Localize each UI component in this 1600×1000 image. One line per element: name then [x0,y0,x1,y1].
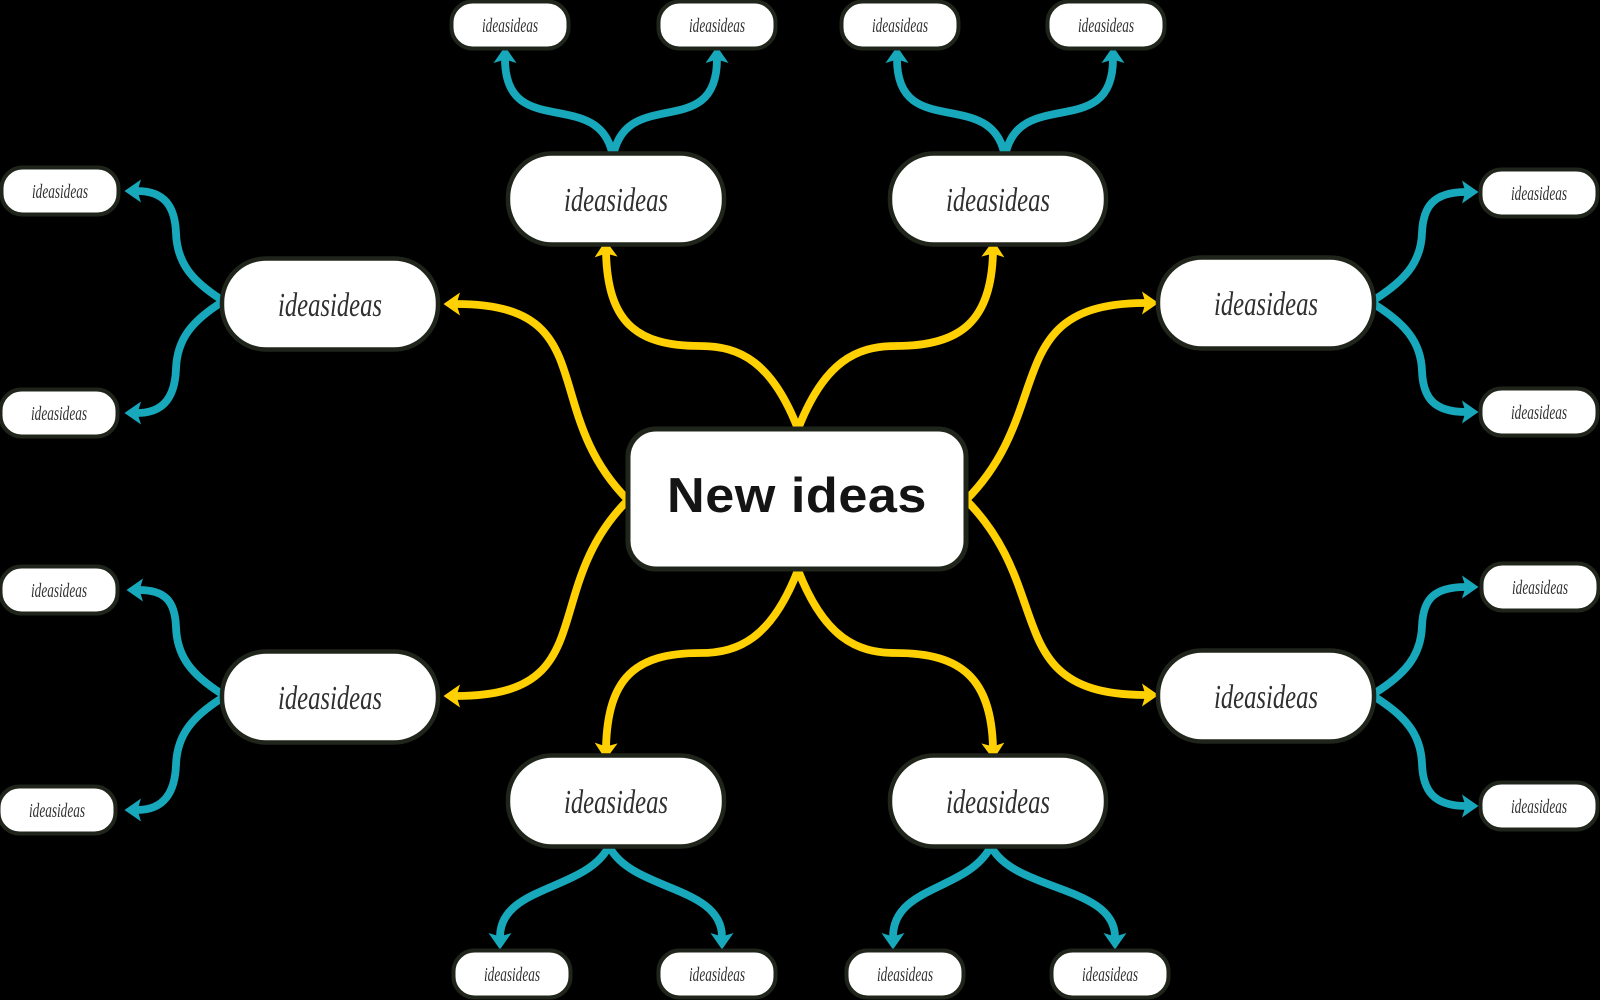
svg-text:ideasideas: ideasideas [1511,183,1567,205]
svg-text:ideasideas: ideasideas [877,964,933,986]
svg-text:ideasideas: ideasideas [689,964,745,986]
svg-text:ideasideas: ideasideas [1512,577,1568,599]
svg-text:ideasideas: ideasideas [1082,964,1138,986]
svg-text:ideasideas: ideasideas [1214,679,1318,716]
svg-text:ideasideas: ideasideas [484,964,540,986]
svg-text:ideasideas: ideasideas [1511,402,1567,424]
svg-text:ideasideas: ideasideas [872,15,928,37]
svg-text:ideasideas: ideasideas [1078,15,1134,37]
svg-text:ideasideas: ideasideas [564,182,668,219]
svg-text:ideasideas: ideasideas [31,403,87,425]
svg-text:ideasideas: ideasideas [278,287,382,324]
svg-text:ideasideas: ideasideas [482,15,538,37]
svg-text:ideasideas: ideasideas [1214,286,1318,323]
svg-text:ideasideas: ideasideas [29,800,85,822]
svg-text:ideasideas: ideasideas [32,181,88,203]
svg-text:ideasideas: ideasideas [564,784,668,821]
svg-text:ideasideas: ideasideas [1511,796,1567,818]
svg-text:ideasideas: ideasideas [278,680,382,717]
svg-text:ideasideas: ideasideas [946,784,1050,821]
svg-text:New ideas: New ideas [667,468,927,523]
svg-text:ideasideas: ideasideas [946,182,1050,219]
svg-text:ideasideas: ideasideas [31,580,87,602]
svg-text:ideasideas: ideasideas [689,15,745,37]
